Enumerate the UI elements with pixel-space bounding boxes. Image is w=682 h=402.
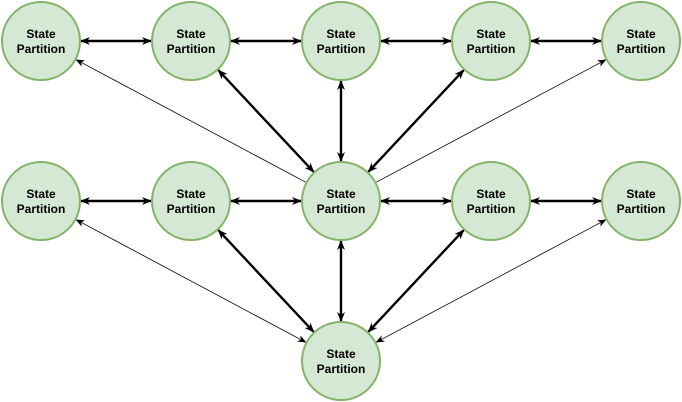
node-circle	[601, 161, 681, 241]
node-label-line2: Partition	[17, 42, 66, 56]
node-circle	[301, 1, 381, 81]
node-label-line2: Partition	[317, 362, 366, 376]
node-label-line1: State	[176, 27, 206, 41]
node-label-line1: State	[326, 27, 356, 41]
edge-top-2-to-mid-3	[217, 69, 315, 173]
edge-mid-1-to-bottom	[75, 219, 307, 343]
edge-mid-2-to-bottom	[217, 229, 315, 333]
node-label-line2: Partition	[17, 202, 66, 216]
node-label-line1: State	[326, 187, 356, 201]
node-label-line2: Partition	[167, 42, 216, 56]
node-circle	[151, 1, 231, 81]
edge-mid-5-to-bottom	[375, 219, 607, 343]
node-label-line1: State	[326, 347, 356, 361]
node-label-line2: Partition	[317, 42, 366, 56]
node-label-line2: Partition	[617, 42, 666, 56]
node-label-line1: State	[626, 27, 656, 41]
edge-top-4-to-mid-3	[367, 69, 465, 173]
node-label-line1: State	[176, 187, 206, 201]
node-circle	[151, 161, 231, 241]
node-label-line2: Partition	[467, 42, 516, 56]
node-circle	[601, 1, 681, 81]
edge-mid-4-to-bottom	[367, 229, 465, 333]
node-label-line1: State	[626, 187, 656, 201]
node-label-line2: Partition	[317, 202, 366, 216]
node-circle	[301, 161, 381, 241]
node-label-line2: Partition	[617, 202, 666, 216]
edge-mid-3-to-top-1	[75, 59, 306, 183]
node-label-line1: State	[476, 187, 506, 201]
node-circle	[451, 1, 531, 81]
node-circle	[1, 161, 81, 241]
node-label-line1: State	[476, 27, 506, 41]
node-circle	[1, 1, 81, 81]
node-circle	[451, 161, 531, 241]
edges-layer	[75, 37, 607, 343]
edge-mid-3-to-top-5	[376, 59, 607, 183]
node-label-line2: Partition	[467, 202, 516, 216]
node-label-line1: State	[26, 187, 56, 201]
node-label-line1: State	[26, 27, 56, 41]
node-circle	[301, 321, 381, 401]
node-label-line2: Partition	[167, 202, 216, 216]
